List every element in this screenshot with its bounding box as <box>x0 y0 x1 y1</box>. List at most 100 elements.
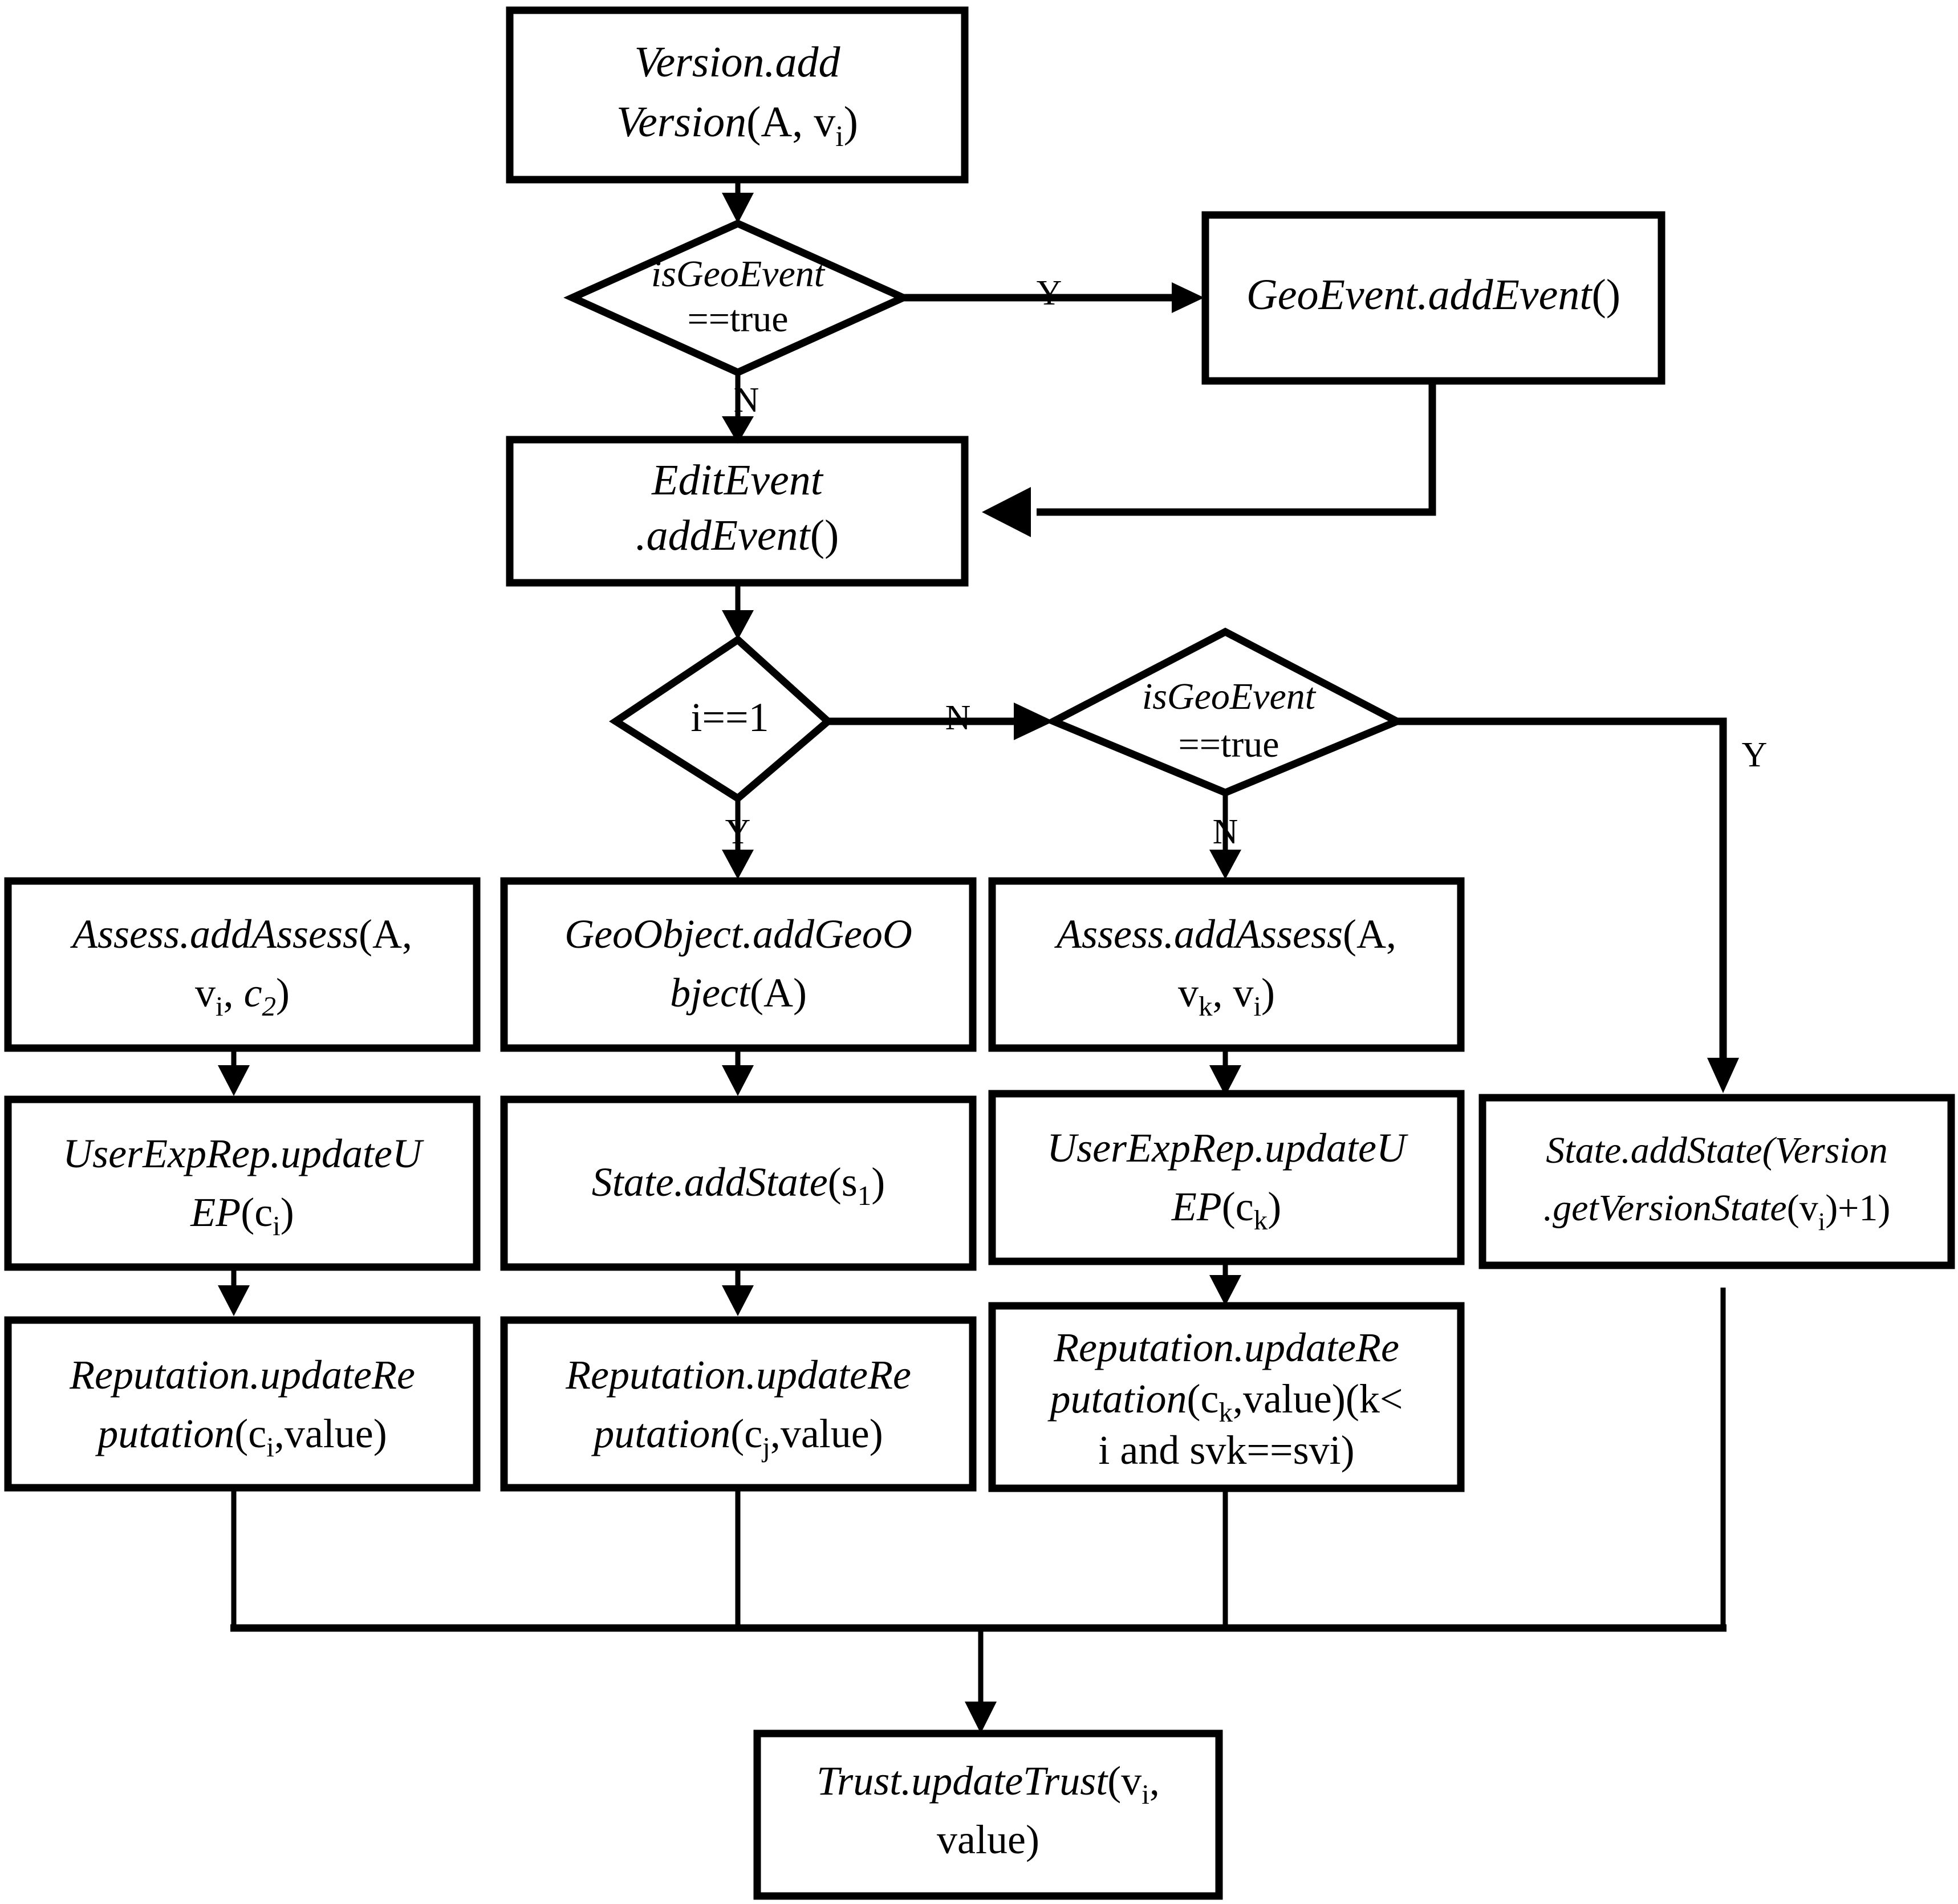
geocheck2-line2: ==true <box>1178 724 1279 765</box>
node-reputation-cj[interactable]: Reputation.updateRe putation(cj,value) <box>500 1316 977 1492</box>
geoevent-line1-italic: GeoEvent.addEvent <box>1246 271 1593 319</box>
svg-text:Trust.updateTrust(vi,: Trust.updateTrust(vi, <box>816 1758 1160 1810</box>
node-user-exp-rep-ci[interactable]: UserExpRep.updateU EP(ci) <box>4 1095 481 1271</box>
svg-text:UserExpRep.updateU: UserExpRep.updateU <box>1047 1125 1408 1171</box>
reputationck-line1: Reputation.updateRe <box>1053 1325 1399 1370</box>
node-reputation-ci[interactable]: Reputation.updateRe putation(ci,value) <box>4 1316 481 1492</box>
svg-text:i and svk==svi): i and svk==svi) <box>1098 1427 1354 1473</box>
reputationcj-line1: Reputation.updateRe <box>565 1352 911 1398</box>
geocheck2-line1: isGeoEvent <box>1142 676 1317 717</box>
node-assess-add-assess-ci[interactable]: Assess.addAssess(A, vi, c2) <box>4 877 481 1052</box>
node-trust-update-trust[interactable]: Trust.updateTrust(vi, value) <box>753 1730 1223 1900</box>
node-geo-object-add-geo-object[interactable]: GeoObject.addGeoO bject(A) <box>500 877 977 1052</box>
svg-text:putation(ck,value)(k<: putation(ck,value)(k< <box>1047 1376 1403 1428</box>
svg-text:EP(ci): EP(ci) <box>190 1190 294 1242</box>
edge-label-geo2-yes: Y <box>1742 736 1768 774</box>
node-version-add-version[interactable]: Version.add Version(A, vi) <box>506 6 969 184</box>
svg-text:vk, vi): vk, vi) <box>1178 970 1275 1022</box>
geocheck1-line1: isGeoEvent <box>651 253 826 295</box>
svg-text:Reputation.updateRe: Reputation.updateRe <box>1053 1325 1399 1370</box>
edge-label-i1-no: N <box>945 699 971 737</box>
svg-text:Assess.addAssess(A,: Assess.addAssess(A, <box>1054 911 1396 957</box>
states1-line1-tail: ) <box>871 1159 885 1205</box>
assessvk-line2-sub2: i <box>1253 990 1261 1022</box>
assessvk-line1-upright: (A, <box>1343 911 1396 957</box>
assessci-line1-italic: Assess.addAssess <box>70 911 359 957</box>
svg-text:putation(cj,value): putation(cj,value) <box>591 1411 883 1463</box>
svg-text:i==1: i==1 <box>690 695 769 740</box>
reputationci-line2-sub: i <box>266 1431 274 1463</box>
trust-line2: value) <box>937 1817 1039 1862</box>
reputationcj-line2-sub: j <box>761 1431 770 1463</box>
connector-icheck-yes-to-geoobject <box>722 798 754 879</box>
node-state-add-state-version[interactable]: State.addState(Version .getVersionState(… <box>1478 1094 1955 1269</box>
node-i-equals-1[interactable]: i==1 <box>609 635 834 803</box>
node-edit-event-add-event[interactable]: EditEvent .addEvent() <box>506 436 969 587</box>
node-assess-add-assess-vk[interactable]: Assess.addAssess(A, vk, vi) <box>988 877 1465 1052</box>
userexpci-line2-sub: i <box>273 1210 281 1241</box>
svg-text:Reputation.updateRe: Reputation.updateRe <box>565 1352 911 1398</box>
node-reputation-ck[interactable]: Reputation.updateRe putation(ck,value)(k… <box>988 1302 1465 1492</box>
edge-label-i1-yes: Y <box>725 813 751 851</box>
geoobject-line2-upright: (A) <box>750 970 807 1016</box>
connector-version-to-geocheck <box>722 180 754 224</box>
svg-text:isGeoEvent: isGeoEvent <box>651 253 826 295</box>
userexpck-line2-upright: (c <box>1222 1184 1254 1229</box>
connector-states1-to-reputationcj <box>722 1267 754 1316</box>
reputationck-line2-italic: putation <box>1047 1376 1187 1422</box>
reputationcj-line2-upright: (c <box>730 1411 762 1456</box>
assessvk-line2-sub1: k <box>1199 990 1213 1022</box>
assessvk-line2-v: v <box>1178 970 1199 1016</box>
svg-text:.getVersionState(vi)+1): .getVersionState(vi)+1) <box>1543 1187 1891 1236</box>
connector-assessci-to-userexpci <box>218 1048 250 1096</box>
connector-userexpci-to-reputationci <box>218 1267 250 1316</box>
reputationck-line3: i and svk==svi) <box>1098 1427 1354 1473</box>
states1-line1-upright: (s <box>828 1159 858 1205</box>
version-add-line2-sub: i <box>835 120 843 153</box>
userexpck-line1: UserExpRep.updateU <box>1047 1125 1408 1171</box>
trust-line1-italic: Trust.updateTrust <box>816 1758 1108 1804</box>
svg-text:vi, c2): vi, c2) <box>195 970 290 1022</box>
stateversion-line2-upright: (v <box>1787 1187 1818 1229</box>
version-add-line2-tail: ) <box>844 98 858 146</box>
stateversion-line2-italic: .getVersionState <box>1543 1187 1787 1229</box>
node-user-exp-rep-ck[interactable]: UserExpRep.updateU EP(ck) <box>988 1090 1465 1265</box>
assessci-line2-sub2: 2 <box>262 990 276 1022</box>
version-add-line1: Version.add <box>635 38 841 86</box>
geocheck1-line2: ==true <box>687 298 788 340</box>
node-is-geo-event-2[interactable]: isGeoEvent ==true <box>1045 627 1406 797</box>
svg-text:Assess.addAssess(A,: Assess.addAssess(A, <box>70 911 412 957</box>
svg-text:==true: ==true <box>1178 724 1279 765</box>
assessci-line1-upright: (A, <box>359 911 412 957</box>
edge-label-geo2-no: N <box>1213 813 1238 851</box>
svg-text:Reputation.updateRe: Reputation.updateRe <box>69 1352 415 1398</box>
userexpck-line2-italic: EP <box>1171 1184 1222 1229</box>
userexpci-line2-italic: EP <box>190 1190 241 1235</box>
userexpci-line1: UserExpRep.updateU <box>63 1131 424 1176</box>
assessvk-line2-mid: , v <box>1212 970 1253 1016</box>
svg-text:.addEvent(): .addEvent() <box>636 511 839 559</box>
stateversion-line2-tail: )+1) <box>1825 1187 1890 1229</box>
svg-text:State.addState(Version: State.addState(Version <box>1546 1130 1887 1171</box>
reputationck-line2-tail: ,value)(k< <box>1233 1376 1403 1422</box>
node-is-geo-event-1[interactable]: isGeoEvent ==true <box>563 219 912 377</box>
node-geo-event-add-event[interactable]: GeoEvent.addEvent() <box>1201 211 1665 385</box>
connector-merge-bus <box>230 1288 1727 1734</box>
userexpck-line2-tail: ) <box>1268 1184 1281 1229</box>
trust-line1-tail: , <box>1149 1758 1160 1804</box>
node-state-add-state-s1[interactable]: State.addState(s1) <box>500 1095 977 1271</box>
connector-geocheck2-yes-to-stateversion <box>1397 717 1739 1093</box>
svg-text:putation(ci,value): putation(ci,value) <box>95 1411 387 1463</box>
svg-text:GeoObject.addGeoO: GeoObject.addGeoO <box>564 911 912 957</box>
reputationck-line2-sub: k <box>1218 1396 1233 1428</box>
version-add-line2-upright: (A, v <box>746 98 835 146</box>
svg-text:EP(ck): EP(ck) <box>1171 1184 1281 1236</box>
reputationcj-line2-italic: putation <box>591 1411 730 1456</box>
svg-text:Version(A, vi): Version(A, vi) <box>616 98 858 152</box>
userexpci-line2-tail: ) <box>281 1190 294 1235</box>
icheck-label: i==1 <box>690 695 769 740</box>
connector-geoobject-to-states1 <box>722 1048 754 1096</box>
assessci-line2-sub1: i <box>216 990 224 1022</box>
reputationci-line2-tail: ,value) <box>274 1411 387 1456</box>
svg-text:isGeoEvent: isGeoEvent <box>1142 676 1317 717</box>
